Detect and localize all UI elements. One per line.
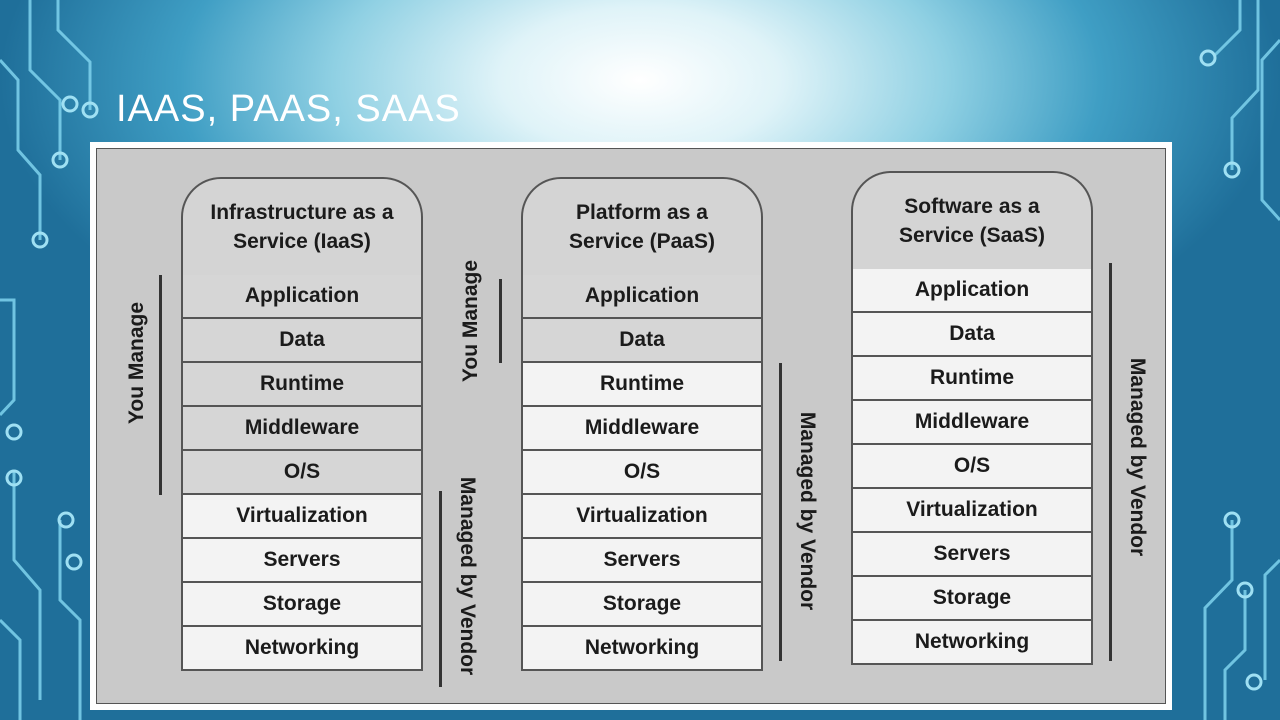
layer-servers: Servers: [181, 539, 423, 583]
layer-o-s: O/S: [851, 445, 1093, 489]
paas-you-manage-line: [499, 279, 502, 363]
layer-application: Application: [521, 275, 763, 319]
layer-runtime: Runtime: [181, 363, 423, 407]
stack-iaas: Infrastructure as a Service (IaaS)Applic…: [181, 177, 423, 671]
diagram-panel: Infrastructure as a Service (IaaS)Applic…: [96, 148, 1166, 704]
paas-you-manage-label: You Manage: [459, 259, 482, 383]
layer-networking: Networking: [521, 627, 763, 671]
stack-header-iaas: Infrastructure as a Service (IaaS): [181, 177, 423, 275]
layer-storage: Storage: [521, 583, 763, 627]
layer-servers: Servers: [851, 533, 1093, 577]
layer-networking: Networking: [181, 627, 423, 671]
layer-virtualization: Virtualization: [521, 495, 763, 539]
layer-data: Data: [181, 319, 423, 363]
iaas-vendor-label: Managed by Vendor: [456, 476, 479, 676]
layer-data: Data: [521, 319, 763, 363]
slide-title: IAAS, PAAS, SAAS: [116, 88, 461, 130]
layer-virtualization: Virtualization: [181, 495, 423, 539]
paas-vendor-line: [779, 363, 782, 661]
layer-middleware: Middleware: [851, 401, 1093, 445]
layer-servers: Servers: [521, 539, 763, 583]
layer-runtime: Runtime: [521, 363, 763, 407]
layer-o-s: O/S: [181, 451, 423, 495]
paas-vendor-label: Managed by Vendor: [796, 411, 819, 611]
saas-vendor-line: [1109, 263, 1112, 661]
layer-o-s: O/S: [521, 451, 763, 495]
iaas-vendor-line: [439, 491, 442, 687]
layer-storage: Storage: [181, 583, 423, 627]
stack-header-saas: Software as a Service (SaaS): [851, 171, 1093, 269]
saas-vendor-label: Managed by Vendor: [1126, 357, 1149, 557]
layer-runtime: Runtime: [851, 357, 1093, 401]
layer-storage: Storage: [851, 577, 1093, 621]
stack-header-paas: Platform as a Service (PaaS): [521, 177, 763, 275]
iaas-you-manage-line: [159, 275, 162, 495]
layer-virtualization: Virtualization: [851, 489, 1093, 533]
layer-middleware: Middleware: [181, 407, 423, 451]
diagram-frame: Infrastructure as a Service (IaaS)Applic…: [90, 142, 1172, 710]
layer-application: Application: [181, 275, 423, 319]
iaas-you-manage-label: You Manage: [125, 301, 148, 425]
layer-data: Data: [851, 313, 1093, 357]
layer-middleware: Middleware: [521, 407, 763, 451]
layer-application: Application: [851, 269, 1093, 313]
layer-networking: Networking: [851, 621, 1093, 665]
